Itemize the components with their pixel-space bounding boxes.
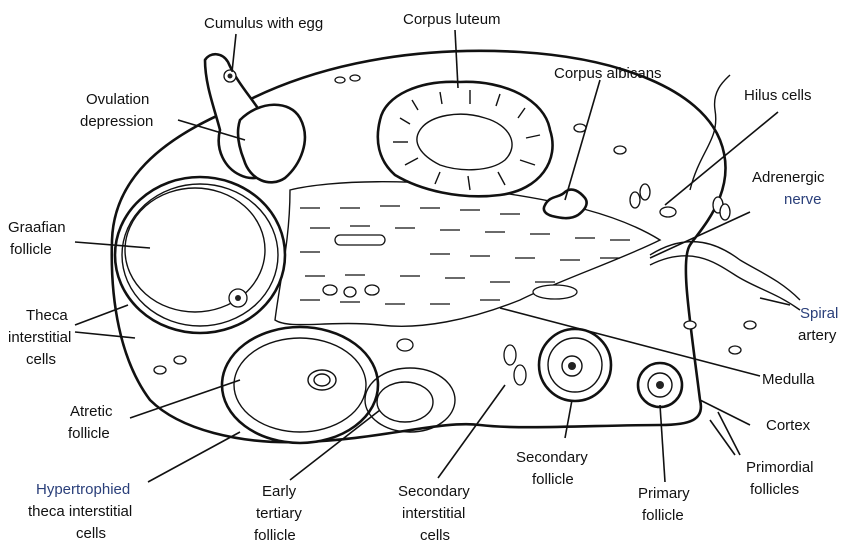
label-secondary-interstitial-line3: cells	[420, 527, 450, 544]
label-atretic-line2: follicle	[68, 425, 110, 442]
label-secondary-interstitial-line2: interstitial	[402, 505, 465, 522]
primary-follicle-shape	[638, 363, 682, 407]
label-hilus-cells: Hilus cells	[744, 87, 812, 104]
graafian-follicle-shape	[115, 177, 285, 333]
atretic-follicle-shape	[222, 327, 378, 443]
label-ovulation-line2: depression	[80, 113, 153, 130]
label-hypertrophied-line1: Hypertrophied	[36, 481, 130, 498]
label-atretic-line1: Atretic	[70, 403, 113, 420]
label-cumulus-with-egg: Cumulus with egg	[204, 15, 323, 32]
label-theca-line3: cells	[26, 351, 56, 368]
label-theca-line2: interstitial	[8, 329, 71, 346]
label-corpus-albicans: Corpus albicans	[554, 65, 662, 82]
label-graafian-line2: follicle	[10, 241, 52, 258]
label-adrenergic-line1: Adrenergic	[752, 169, 825, 186]
label-spiral-line1: Spiral	[800, 305, 838, 322]
label-primordial-line2: follicles	[750, 481, 799, 498]
label-graafian-line1: Graafian	[8, 219, 66, 236]
label-corpus-luteum: Corpus luteum	[403, 11, 501, 28]
label-primary-follicle-line1: Primary	[638, 485, 690, 502]
label-secondary-interstitial-line1: Secondary	[398, 483, 470, 500]
label-early-line2: tertiary	[256, 505, 302, 522]
corpus-luteum-shape	[378, 82, 553, 196]
label-cortex: Cortex	[766, 417, 811, 434]
label-primary-follicle-line2: follicle	[642, 507, 684, 524]
secondary-follicle-shape	[539, 329, 611, 401]
label-secondary-follicle-line2: follicle	[532, 471, 574, 488]
label-theca-line1: Theca	[26, 307, 68, 324]
label-hypertrophied-line2: theca interstitial	[28, 503, 132, 520]
label-secondary-follicle-line1: Secondary	[516, 449, 588, 466]
label-early-line3: follicle	[254, 527, 296, 544]
label-medulla: Medulla	[762, 371, 815, 388]
label-adrenergic-line2: nerve	[784, 191, 822, 208]
label-spiral-line2: artery	[798, 327, 837, 344]
label-ovulation-line1: Ovulation	[86, 91, 149, 108]
label-early-line1: Early	[262, 483, 297, 500]
label-hypertrophied-line3: cells	[76, 525, 106, 542]
label-primordial-line1: Primordial	[746, 459, 814, 476]
